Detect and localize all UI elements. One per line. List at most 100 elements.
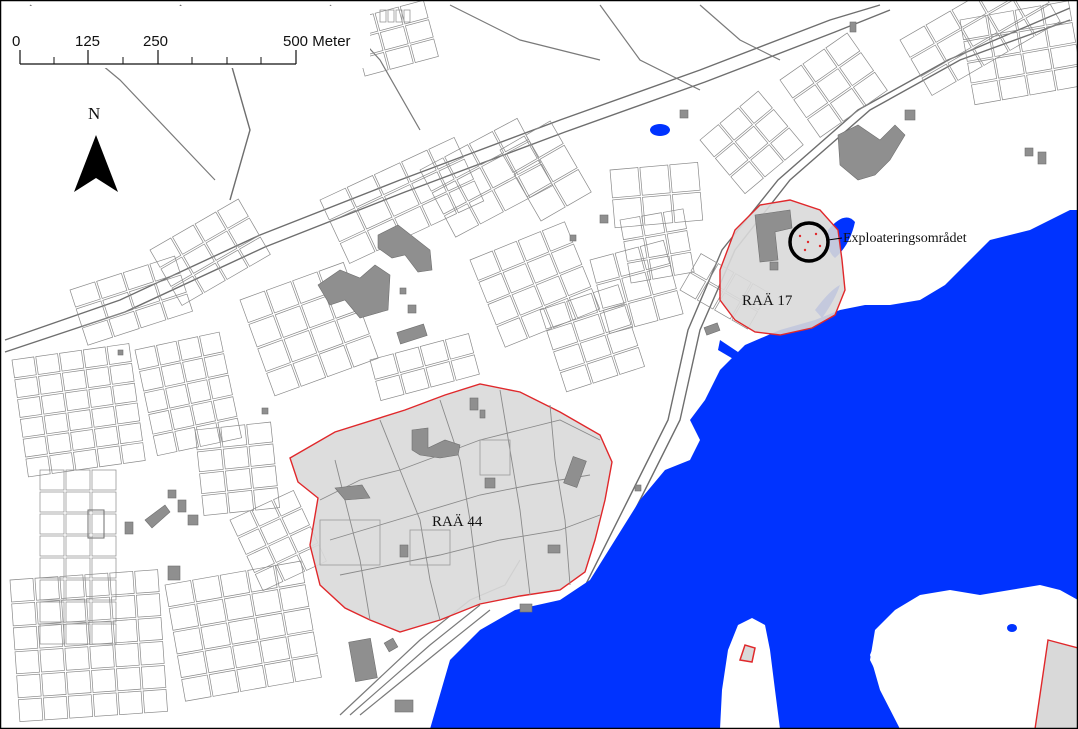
parcel — [374, 6, 404, 32]
parcel — [566, 292, 598, 321]
zone-small-island — [739, 644, 756, 663]
parcel — [266, 363, 300, 397]
parcel — [734, 125, 769, 160]
parcel — [134, 569, 160, 594]
parcel — [1025, 3, 1061, 36]
parcel — [754, 109, 789, 143]
parcel — [64, 389, 90, 412]
parcel — [603, 303, 634, 334]
parcel — [120, 442, 146, 464]
parcel — [502, 263, 535, 294]
parcel — [128, 283, 161, 310]
parcel — [639, 164, 671, 196]
parcel — [204, 646, 235, 674]
parcel — [43, 412, 69, 435]
parcel — [469, 250, 501, 281]
parcel — [232, 641, 263, 669]
parcel — [550, 243, 583, 274]
parcel — [292, 354, 327, 387]
parcel — [46, 432, 72, 455]
parcel — [612, 197, 644, 229]
parcel — [208, 374, 233, 400]
parcel — [19, 415, 46, 438]
parcel — [478, 272, 510, 304]
parcel — [134, 345, 160, 370]
zone-raa44[interactable] — [289, 383, 613, 633]
parcel — [39, 579, 65, 601]
parcel-block — [779, 32, 888, 138]
parcel — [505, 140, 542, 176]
parcel — [42, 695, 69, 721]
parcel — [394, 346, 424, 374]
parcel — [222, 446, 250, 470]
parcel-block — [959, 0, 1078, 106]
parcel-block — [149, 198, 271, 306]
parcel — [268, 536, 297, 563]
parcel-block — [194, 421, 280, 516]
callout-leader-line — [827, 237, 843, 241]
parcel — [139, 641, 165, 666]
parcel — [37, 624, 64, 649]
parcel — [9, 578, 35, 603]
parcel — [65, 557, 91, 579]
parcel — [61, 369, 88, 392]
parcel — [201, 492, 229, 516]
parcel — [750, 144, 784, 178]
parcel — [291, 655, 322, 683]
parcel — [81, 319, 114, 346]
parcel — [279, 584, 310, 612]
parcel — [921, 63, 957, 96]
parcel — [17, 697, 44, 723]
parcel — [263, 660, 295, 688]
parcel — [559, 364, 592, 393]
parcel — [137, 617, 163, 642]
parcel — [65, 623, 91, 645]
parcel — [696, 282, 724, 310]
find-markers — [798, 232, 822, 252]
parcel — [203, 353, 229, 378]
parcel — [192, 575, 223, 603]
parcel — [248, 443, 276, 467]
parcel — [345, 335, 379, 368]
exploitation-area-circle[interactable] — [788, 221, 830, 263]
parcel — [259, 636, 291, 664]
parcel — [807, 103, 842, 138]
parcel — [73, 448, 99, 471]
parcel — [195, 422, 221, 447]
parcel — [287, 631, 318, 659]
parcel — [65, 469, 91, 491]
parcel — [84, 572, 110, 598]
parcel — [250, 465, 278, 489]
parcel — [553, 169, 592, 207]
parcel — [283, 607, 314, 635]
parcel — [539, 144, 578, 183]
parcel — [535, 275, 568, 306]
zone-raa17-label: RAÄ 17 — [742, 292, 793, 309]
parcel — [88, 386, 114, 408]
parcel — [627, 259, 652, 284]
exploitation-area-label: Exploateringsområdet — [843, 231, 967, 246]
parcel — [639, 239, 671, 271]
parcel — [251, 589, 282, 617]
parcel — [493, 117, 529, 153]
zone-raa44-label: RAÄ 44 — [432, 513, 483, 530]
parcel — [91, 469, 117, 491]
parcel — [925, 10, 961, 43]
parcel — [596, 278, 627, 309]
parcel — [106, 343, 132, 365]
parcel — [35, 353, 61, 375]
parcel — [67, 694, 94, 719]
parcel — [199, 470, 226, 495]
protected-zones — [289, 199, 1078, 729]
parcel — [779, 64, 815, 99]
pond — [576, 642, 582, 647]
parcel — [191, 400, 216, 426]
parcel — [111, 594, 137, 620]
zone-raa17[interactable] — [719, 199, 846, 336]
parcel — [518, 163, 554, 199]
parcel — [971, 80, 1001, 106]
parcel — [82, 346, 108, 369]
parcel — [899, 25, 935, 58]
parcel — [642, 194, 674, 226]
